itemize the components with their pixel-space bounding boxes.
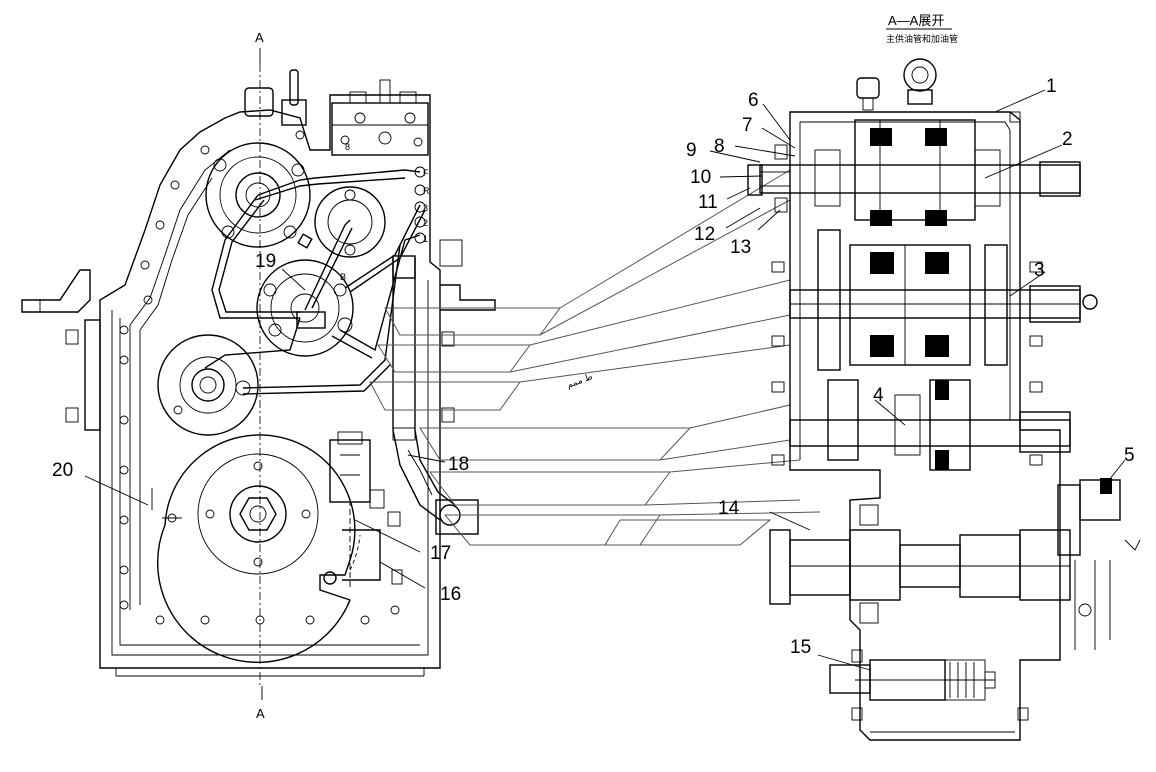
drain-plug: [151, 488, 182, 523]
oil-pipes: [204, 166, 426, 395]
section-mark-bottom: A: [256, 706, 265, 721]
lower-pump: [829, 659, 996, 701]
callout-20: 20: [52, 460, 73, 481]
left-mount-bracket: [21, 269, 91, 313]
port-label-r: R: [423, 186, 430, 196]
section-view-title: A—A展开: [888, 13, 944, 28]
dipstick-tube: [392, 255, 479, 535]
callout-1: 1: [1046, 76, 1057, 97]
brake-assembly: [1057, 478, 1141, 650]
port-label-1: 1: [423, 234, 428, 244]
callout-17: 17: [430, 543, 451, 564]
callout-8: 8: [714, 136, 725, 157]
port-label-3: 3: [423, 203, 428, 213]
control-valve-block: 8: [331, 79, 429, 156]
breather: [289, 69, 299, 106]
lower-small-pump: [157, 334, 259, 436]
callout-2: 2: [1062, 129, 1073, 150]
lower-shaft: [789, 379, 1071, 471]
upper-shaft: [759, 119, 1081, 226]
callout-9: 9: [686, 140, 697, 161]
callout-3: 3: [1034, 260, 1045, 281]
small-valve: [329, 431, 401, 590]
perimeter-bolts: [119, 130, 400, 625]
callout-10: 10: [690, 167, 711, 188]
right-section-view: [747, 58, 1141, 741]
output-shaft: [769, 504, 1071, 624]
callout-12: 12: [694, 224, 715, 245]
development-lines: ط ممم: [369, 169, 821, 546]
callout-16: 16: [440, 584, 461, 605]
output-flange-disc: [157, 434, 361, 663]
callouts: 1 2 3 4 5 6 7 8 9 10 11 12 13 14 15 16 1…: [52, 76, 1135, 658]
right-mount-bracket: [440, 284, 496, 311]
filter-housing: [342, 529, 381, 581]
callout-18: 18: [448, 454, 469, 475]
callout-6: 6: [748, 90, 759, 111]
callout-leaders: [84, 89, 1126, 671]
clutch-pack-b: B: [256, 259, 354, 357]
upper-pump: [205, 142, 311, 248]
port-label-f: F: [423, 168, 429, 178]
svg-text:B: B: [340, 272, 346, 282]
housing-bolts: [771, 111, 1043, 721]
callout-7: 7: [742, 115, 753, 136]
callout-14: 14: [718, 498, 740, 519]
lifting-eye: [903, 58, 937, 92]
callout-19: 19: [255, 251, 276, 272]
callout-4: 4: [873, 385, 884, 406]
housing-outline: [99, 94, 441, 669]
callout-15: 15: [790, 637, 811, 658]
section-housing: [789, 111, 1061, 741]
callout-11: 11: [698, 192, 718, 213]
svg-text:8: 8: [345, 142, 350, 152]
callout-13: 13: [730, 237, 751, 258]
filler-cap: [244, 87, 274, 117]
port-label-2: 2: [423, 218, 428, 228]
svg-text:ط ممم: ط ممم: [565, 371, 594, 391]
middle-pump: [314, 186, 386, 258]
section-marks: A A A—A展开 主供油管和加油管: [255, 13, 958, 721]
section-view-subtitle: 主供油管和加油管: [886, 33, 958, 44]
section-mark-top: A: [255, 30, 264, 45]
middle-shaft: [789, 229, 1098, 371]
callout-5: 5: [1124, 445, 1135, 466]
left-housing-view: 8: [21, 64, 496, 686]
